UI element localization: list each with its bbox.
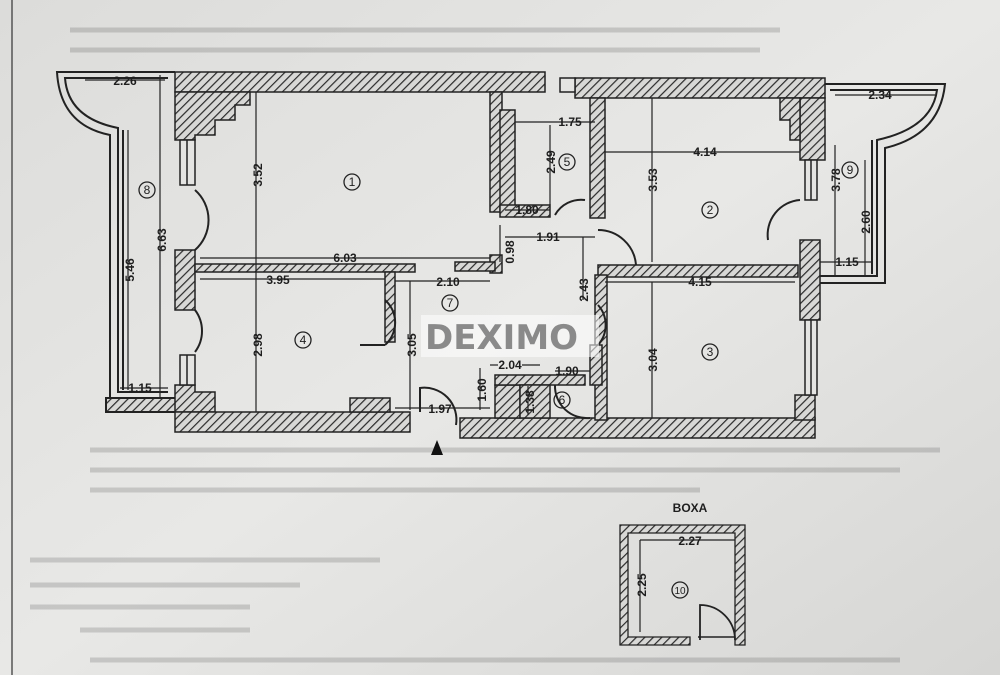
dim-hall-height: 3.05 [405, 333, 419, 357]
watermark-text: DEXIMO [425, 318, 578, 358]
dim-balcony-right-inner: 2.60 [859, 210, 873, 234]
room-labels [138, 153, 859, 599]
dim-room3-width: 4.15 [688, 275, 712, 289]
dim-boxa-width: 2.27 [678, 534, 702, 548]
dim-balcony-right-bottom: 1.15 [835, 255, 859, 269]
room-number-4: 4 [300, 333, 307, 347]
balcony-left [55, 71, 177, 413]
dim-entry-width: 1.97 [428, 402, 452, 416]
dim-hall2-width: 1.91 [536, 230, 560, 244]
watermark: DEXIMO [421, 315, 599, 358]
boxa-title: BOXA [673, 501, 708, 515]
dim-room5-height: 2.49 [544, 150, 558, 174]
boxa-storage: BOXA 2.27 2.25 [619, 501, 746, 646]
dim-room2-height: 3.53 [646, 168, 660, 192]
windows [179, 139, 818, 396]
balcony-right [820, 83, 947, 284]
dim-room1-width: 6.03 [333, 251, 357, 265]
walls [174, 71, 826, 439]
dimension-lines [85, 75, 935, 418]
room-number-5: 5 [564, 155, 571, 169]
dim-balcony-left-inner: 5.46 [123, 258, 137, 282]
dim-room3-height: 3.04 [646, 348, 660, 372]
dim-balcony-left-bottom: 1.15 [128, 381, 152, 395]
dim-balcony-right-width: 2.34 [868, 88, 892, 102]
room-number-1: 1 [349, 175, 356, 189]
dim-hall-mid: 2.04 [498, 358, 522, 372]
room-number-3: 3 [707, 345, 714, 359]
dim-balcony-left-total: 6.63 [155, 228, 169, 252]
dim-room6-height: 1.38 [523, 390, 537, 414]
dim-balcony-left-width: 2.26 [113, 74, 137, 88]
room-number-2: 2 [707, 203, 714, 217]
faded-text-lines [30, 27, 940, 663]
dim-room4-height: 2.98 [251, 333, 265, 357]
dim-boxa-height: 2.25 [635, 573, 649, 597]
dim-room6-width: 1.90 [555, 364, 579, 378]
entrance-arrow-icon [431, 440, 443, 455]
dim-room5-width: 1.75 [558, 115, 582, 129]
dim-room2-width: 4.14 [693, 145, 717, 159]
room-number-6: 6 [559, 393, 566, 407]
dim-room5-lower: 1.80 [515, 203, 539, 217]
dim-hall2-height: 2.43 [577, 278, 591, 302]
dim-hall-width: 2.10 [436, 275, 460, 289]
dimension-labels: 2.26 6.63 5.46 1.15 3.52 6.03 3.95 2.98 … [113, 74, 892, 416]
room-number-9: 9 [847, 163, 854, 177]
doors [194, 189, 801, 426]
room-number-8: 8 [144, 183, 151, 197]
dim-hall-step: 0.98 [503, 240, 517, 264]
dim-room1-height: 3.52 [251, 163, 265, 187]
dim-room4-width: 3.95 [266, 273, 290, 287]
room-number-7: 7 [447, 296, 454, 310]
room-numbers: 1 2 3 4 5 6 7 8 9 10 [144, 155, 854, 597]
room-number-10: 10 [674, 586, 686, 597]
dim-balcony-right-total: 3.78 [829, 168, 843, 192]
dim-hall-lower: 1.60 [475, 378, 489, 402]
